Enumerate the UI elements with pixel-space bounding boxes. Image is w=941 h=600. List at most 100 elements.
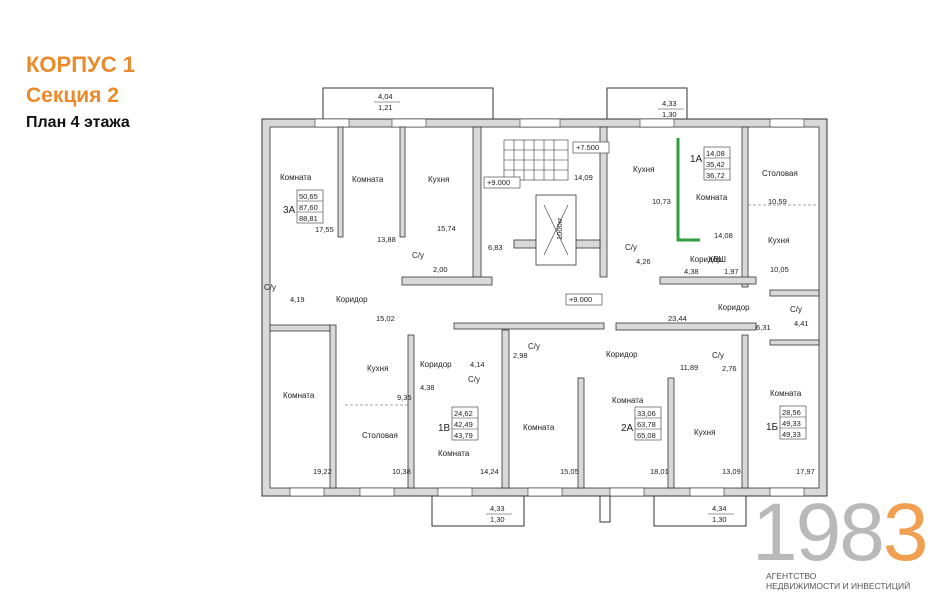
building-title: КОРПУС 1 [26, 52, 135, 77]
area-value: 10,73 [652, 197, 671, 206]
logo-digit-accent: 3 [882, 487, 929, 578]
room-su-3: С/у [412, 251, 424, 260]
room-komnata-2: Комната [352, 175, 384, 184]
room-labels: Комната Комната Кухня Кухня Комната Стол… [264, 165, 802, 458]
apartment-value: 35,42 [706, 160, 725, 169]
apartment-1b: 1Б 28,56 49,33 49,33 [766, 405, 807, 440]
level-marks: +7.500 +9.000 +9.000 [483, 141, 610, 306]
area-value: 11,89 [680, 363, 698, 372]
outer-walls [261, 118, 828, 497]
room-koridor-5: Коридор [420, 360, 452, 369]
apartment-value: 33,06 [637, 409, 656, 418]
apartment-value: 87,60 [299, 203, 318, 212]
agency-name: АГЕНТСТВО НЕДВИЖИМОСТИ И ИНВЕСТИЦИЙ [766, 571, 910, 591]
room-komnata-4: Комната [283, 391, 315, 400]
interior-walls [269, 126, 820, 489]
apartment-1v: 1В 24,62 42,49 43,79 [438, 406, 479, 441]
apartment-code: 2А [621, 423, 634, 434]
apartment-value: 24,62 [454, 409, 473, 418]
apartment-value: 14,08 [706, 149, 725, 158]
apartment-value: 42,49 [454, 420, 473, 429]
room-koridor-2: Коридор [336, 295, 368, 304]
apartment-value: 43,79 [454, 431, 473, 440]
area-value: 10,59 [768, 197, 787, 206]
logo-digits: 198 [752, 487, 885, 578]
area-value: 2,76 [722, 364, 737, 373]
apartment-value: 50,65 [299, 192, 318, 201]
area-value: 2,98 [513, 351, 528, 360]
agency-name-line2: НЕДВИЖИМОСТИ И ИНВЕСТИЦИЙ [766, 581, 911, 591]
balcony-value: 4,34 [712, 504, 727, 513]
room-stolovaya-2: Столовая [362, 431, 398, 440]
area-value: 14,09 [574, 173, 593, 182]
balcony-value: 1,30 [662, 110, 677, 119]
area-values: 17,55 13,88 15,74 6,83 2,00 4,19 15,02 1… [290, 173, 815, 476]
area-value: 23,44 [668, 314, 687, 323]
balcony-value: 1,21 [378, 103, 393, 112]
room-koridor-3: Коридор [718, 303, 750, 312]
area-value: 18,01 [650, 467, 669, 476]
area-value: 6,83 [488, 243, 503, 252]
balcony-value: 1,30 [490, 515, 505, 524]
room-kuhnya-1: Кухня [428, 175, 449, 184]
agency-name-line1: АГЕНТСТВО [766, 571, 817, 581]
apartment-1a: 1А 14,08 35,42 36,72 [690, 146, 731, 181]
stairs [503, 139, 569, 256]
area-value: 4,38 [420, 383, 435, 392]
area-value: 15,05 [560, 467, 579, 476]
area-value: 4,26 [636, 257, 651, 266]
apartment-3a: 3А 50,65 87,60 88,81 [283, 189, 324, 224]
balcony-value: 1,30 [712, 515, 727, 524]
room-su-7: С/у [468, 375, 480, 384]
room-kuhnya-3: Кухня [768, 236, 789, 245]
area-value: 4,14 [470, 360, 485, 369]
level-mark: +9.000 [569, 295, 592, 304]
apartment-value: 63,78 [637, 420, 656, 429]
room-komnata-6: Комната [612, 396, 644, 405]
room-komnata-5: Комната [770, 389, 802, 398]
area-value: 14,08 [714, 231, 733, 240]
area-value: 4,19 [290, 295, 305, 304]
area-value: 13,88 [377, 235, 396, 244]
room-hvsh: ХВШ [708, 255, 726, 264]
room-stolovaya-1: Столовая [762, 169, 798, 178]
room-su-2: С/у [264, 283, 276, 292]
area-value: 6,31 [756, 323, 771, 332]
area-value: 4,38 [684, 267, 699, 276]
room-komnata-1: Комната [280, 173, 312, 182]
area-value: 14,24 [480, 467, 499, 476]
agency-logo: 1983 [752, 492, 928, 574]
apartment-value: 65,08 [637, 431, 656, 440]
balcony-value: 4,33 [662, 99, 677, 108]
room-kuhnya-5: Кухня [694, 428, 715, 437]
area-value: 2,00 [433, 265, 448, 274]
highlight-wall [676, 138, 700, 242]
apartment-2a: 2А 33,06 63,78 65,08 [621, 406, 662, 441]
room-koridor-4: Коридор [606, 350, 638, 359]
apartment-code: 1Б [766, 422, 779, 433]
apartment-code: 3А [283, 205, 296, 216]
apartment-value: 36,72 [706, 171, 725, 180]
room-su-5: С/у [528, 342, 540, 351]
area-value: 1,97 [724, 267, 739, 276]
level-mark: +7.500 [576, 143, 599, 152]
area-value: 19,22 [313, 467, 332, 476]
area-value: 4,41 [794, 319, 809, 328]
area-value: 15,02 [376, 314, 395, 323]
room-su-1: С/у [625, 243, 637, 252]
apartment-value: 49,33 [782, 419, 801, 428]
area-value: 10,38 [392, 467, 411, 476]
apartment-value: 88,81 [299, 214, 318, 223]
section-title: Секция 2 [26, 84, 119, 107]
floor-title: План 4 этажа [26, 114, 130, 131]
area-value: 9,35 [397, 393, 412, 402]
room-komnata-3: Комната [696, 193, 728, 202]
room-kuhnya-2: Кухня [633, 165, 654, 174]
area-value: 13,09 [722, 467, 741, 476]
area-value: 17,55 [315, 225, 334, 234]
balcony-value: 4,04 [378, 92, 393, 101]
balcony-value: 4,33 [490, 504, 505, 513]
room-koridor-1: Коридор [690, 255, 722, 264]
room-komnata-7: Комната [523, 423, 555, 432]
